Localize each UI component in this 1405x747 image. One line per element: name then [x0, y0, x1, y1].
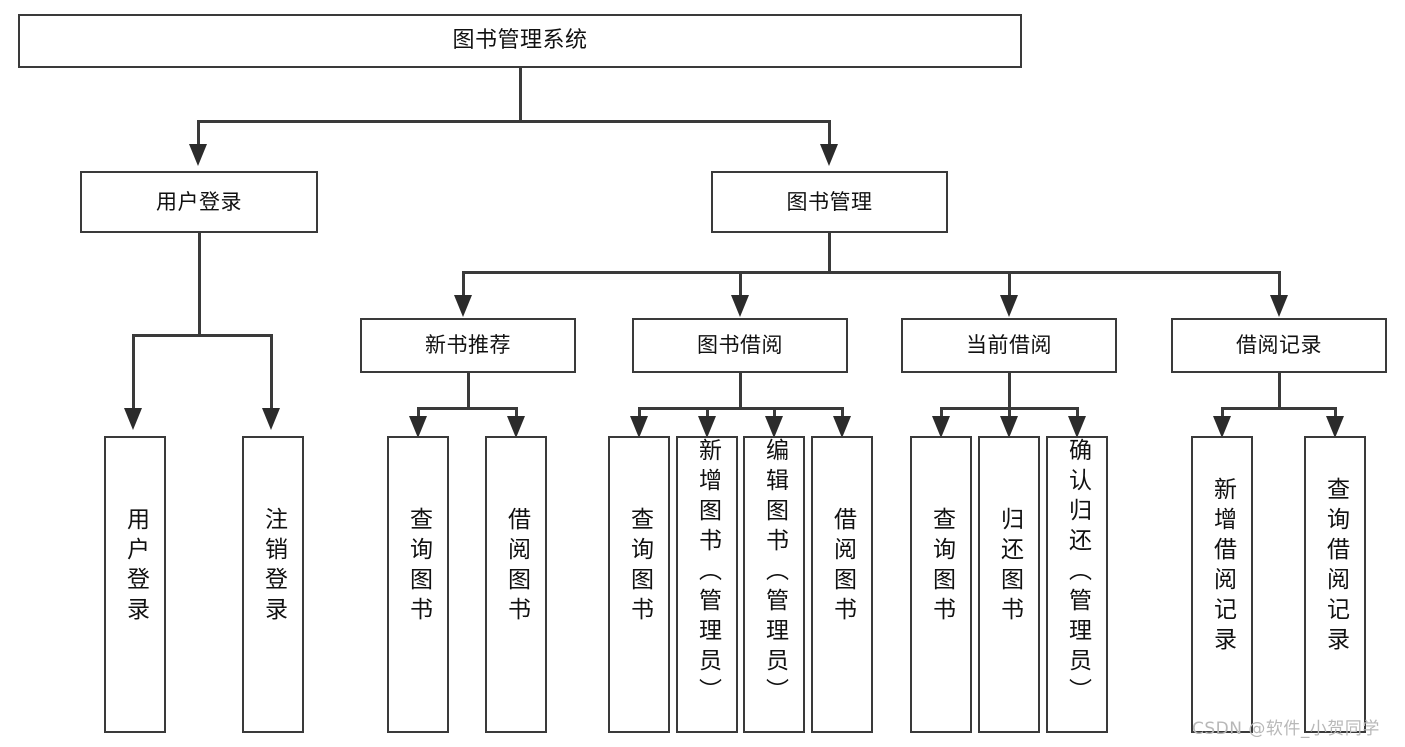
arrowhead-to-leaf-return-book — [1000, 416, 1018, 438]
connector-level3-drop-4 — [1278, 271, 1281, 295]
node-root-system[interactable]: 图书管理系统 — [18, 14, 1022, 68]
leaf-confirm-return-admin[interactable]: 确认归还（管理员） — [1046, 436, 1108, 733]
node-label: 编辑图书（管理员） — [761, 438, 788, 708]
connector-user-login-bar — [133, 334, 272, 337]
node-label: 图书管理 — [786, 189, 873, 214]
leaf-query-borrow-record[interactable]: 查询借阅记录 — [1304, 436, 1366, 733]
arrowhead-to-leaf-add-book — [698, 416, 716, 438]
connector-book-borrow-drop-1 — [638, 407, 641, 419]
connector-current-borrow-drop-1 — [940, 407, 943, 419]
node-label: 图书管理系统 — [452, 28, 588, 54]
connector-level3-drop-3 — [1008, 271, 1011, 295]
node-label: 查询图书 — [928, 506, 955, 627]
leaf-add-borrow-record[interactable]: 新增借阅记录 — [1191, 436, 1253, 733]
leaf-return-book[interactable]: 归还图书 — [978, 436, 1040, 733]
arrowhead-to-current-borrow — [1000, 295, 1018, 317]
leaf-edit-book-admin[interactable]: 编辑图书（管理员） — [743, 436, 805, 733]
connector-new-book-stem — [467, 373, 470, 409]
arrowhead-to-leaf-query-record — [1326, 416, 1344, 438]
arrowhead-to-book-manage — [820, 144, 838, 166]
node-label: 图书借阅 — [697, 333, 783, 358]
node-label: 当前借阅 — [966, 333, 1052, 358]
leaf-query-book-3[interactable]: 查询图书 — [910, 436, 972, 733]
connector-book-borrow-drop-2 — [706, 407, 709, 419]
arrowhead-to-borrow-record — [1270, 295, 1288, 317]
arrowhead-to-book-borrow — [731, 295, 749, 317]
node-book-manage[interactable]: 图书管理 — [711, 171, 948, 233]
connector-current-borrow-drop-2 — [1008, 407, 1011, 419]
connector-book-borrow-bar — [639, 407, 843, 410]
node-label: 借阅记录 — [1236, 333, 1322, 358]
arrowhead-to-leaf-query-book-3 — [932, 416, 950, 438]
arrowhead-to-leaf-edit-book — [765, 416, 783, 438]
node-label: 新书推荐 — [425, 333, 511, 358]
leaf-query-book-1[interactable]: 查询图书 — [387, 436, 449, 733]
node-label: 用户登录 — [156, 189, 242, 214]
connector-level3-drop-1 — [462, 271, 465, 295]
connector-new-book-bar — [418, 407, 517, 410]
node-new-book-recommend[interactable]: 新书推荐 — [360, 318, 576, 373]
leaf-add-book-admin[interactable]: 新增图书（管理员） — [676, 436, 738, 733]
connector-user-login-stem — [198, 233, 201, 336]
arrowhead-to-leaf-confirm-return — [1068, 416, 1086, 438]
node-label: 用户登录 — [122, 506, 149, 627]
arrowhead-to-leaf-user-login — [124, 408, 142, 430]
arrowhead-to-user-login — [189, 144, 207, 166]
connector-user-login-drop-1 — [132, 334, 135, 408]
node-user-login[interactable]: 用户登录 — [80, 171, 318, 233]
arrowhead-to-leaf-user-logout — [262, 408, 280, 430]
node-label: 注销登录 — [260, 506, 287, 627]
leaf-user-login[interactable]: 用户登录 — [104, 436, 166, 733]
connector-new-book-drop-1 — [417, 407, 420, 419]
connector-borrow-record-bar — [1222, 407, 1336, 410]
connector-book-borrow-drop-4 — [841, 407, 844, 419]
connector-level3-bar — [463, 271, 1281, 274]
node-book-borrow[interactable]: 图书借阅 — [632, 318, 848, 373]
node-label: 查询图书 — [405, 506, 432, 627]
node-current-borrow[interactable]: 当前借阅 — [901, 318, 1117, 373]
connector-book-manage-stem — [828, 233, 831, 273]
leaf-borrow-book-1[interactable]: 借阅图书 — [485, 436, 547, 733]
connector-level1-right-drop — [828, 120, 831, 144]
leaf-user-logout[interactable]: 注销登录 — [242, 436, 304, 733]
node-label: 确认归还（管理员） — [1064, 438, 1091, 708]
connector-level1-bar — [198, 120, 831, 123]
node-label: 借阅图书 — [829, 506, 856, 627]
connector-current-borrow-stem — [1008, 373, 1011, 409]
connector-current-borrow-drop-3 — [1076, 407, 1079, 419]
connector-book-borrow-drop-3 — [773, 407, 776, 419]
arrowhead-to-leaf-borrow-book-1 — [507, 416, 525, 438]
node-label: 归还图书 — [996, 506, 1023, 627]
connector-new-book-drop-2 — [515, 407, 518, 419]
leaf-query-book-2[interactable]: 查询图书 — [608, 436, 670, 733]
arrowhead-to-leaf-query-book-2 — [630, 416, 648, 438]
node-label: 借阅图书 — [503, 506, 530, 627]
arrowhead-to-leaf-borrow-book-2 — [833, 416, 851, 438]
connector-borrow-record-stem — [1278, 373, 1281, 409]
connector-level3-drop-2 — [739, 271, 742, 295]
connector-level1-left-drop — [197, 120, 200, 144]
node-label: 查询借阅记录 — [1322, 476, 1349, 657]
leaf-borrow-book-2[interactable]: 借阅图书 — [811, 436, 873, 733]
arrowhead-to-leaf-query-book-1 — [409, 416, 427, 438]
node-label: 新增图书（管理员） — [694, 438, 721, 708]
node-borrow-record[interactable]: 借阅记录 — [1171, 318, 1387, 373]
connector-root-stem — [519, 68, 522, 122]
connector-book-borrow-stem — [739, 373, 742, 409]
connector-borrow-record-drop-2 — [1334, 407, 1337, 419]
node-label: 新增借阅记录 — [1209, 476, 1236, 657]
arrowhead-to-leaf-add-record — [1213, 416, 1231, 438]
arrowhead-to-new-book-rec — [454, 295, 472, 317]
connector-user-login-drop-2 — [270, 334, 273, 408]
connector-borrow-record-drop-1 — [1221, 407, 1224, 419]
node-label: 查询图书 — [626, 506, 653, 627]
